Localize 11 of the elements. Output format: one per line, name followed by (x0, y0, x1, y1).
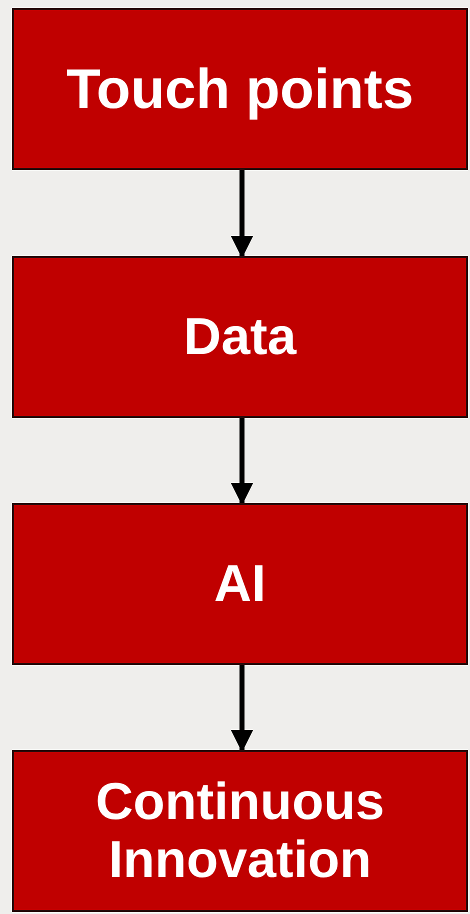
process-box (12, 256, 468, 418)
arrow (230, 418, 254, 506)
process-box (12, 503, 468, 665)
process-box (12, 750, 468, 912)
box-label: AI (214, 554, 266, 614)
process-box (12, 8, 468, 170)
box-label: Continuous Innovation (94, 772, 386, 890)
arrow (230, 170, 254, 258)
arrow (230, 665, 254, 752)
box-label: Data (184, 308, 296, 366)
box-label: Touch points (66, 58, 414, 120)
